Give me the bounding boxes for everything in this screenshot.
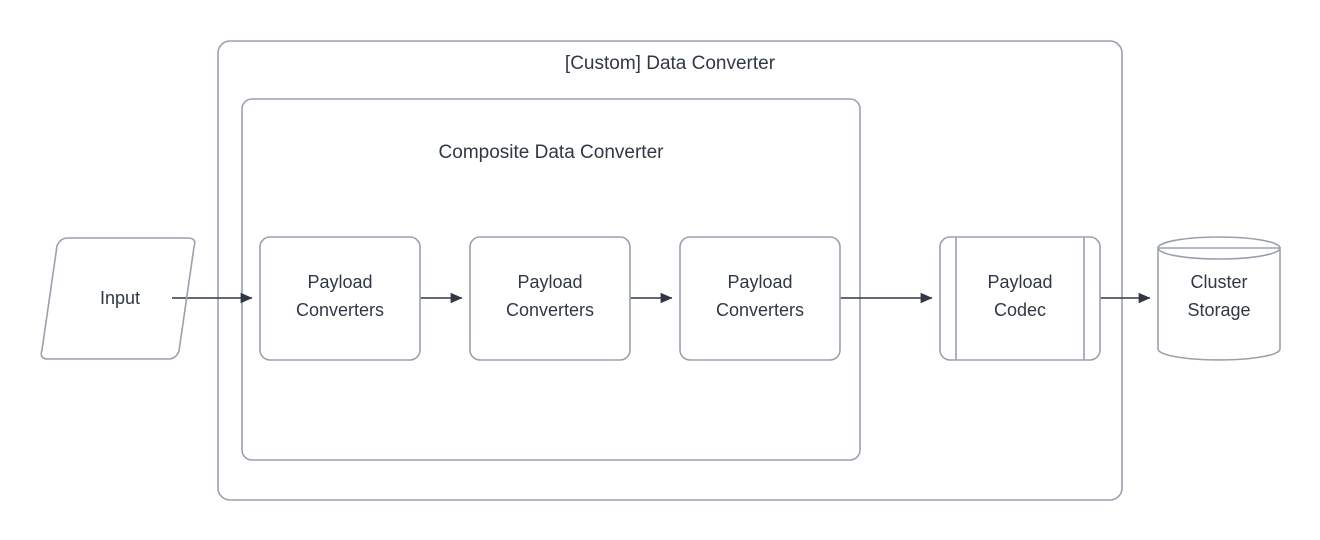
node-payload-converters-2-label-line1: Payload — [517, 272, 582, 292]
node-payload-converters-2[interactable]: Payload Converters — [469, 236, 631, 361]
node-input[interactable]: Input — [40, 237, 196, 360]
node-cluster-storage-top-ellipse — [1157, 236, 1281, 260]
container-composite-data-converter[interactable]: Composite Data Converter — [241, 98, 861, 461]
node-payload-codec-shape — [939, 236, 1101, 361]
node-cluster-storage-label-line1: Cluster — [1190, 272, 1247, 292]
node-payload-converters-1-shape — [259, 236, 421, 361]
node-payload-converters-2-shape — [469, 236, 631, 361]
node-cluster-storage[interactable]: Cluster Storage — [1157, 236, 1281, 361]
node-payload-converters-1-label-line1: Payload — [307, 272, 372, 292]
node-input-shape — [40, 237, 196, 360]
node-payload-converters-3-label-line1: Payload — [727, 272, 792, 292]
node-payload-converters-3[interactable]: Payload Converters — [679, 236, 841, 361]
node-input-label: Input — [100, 288, 140, 308]
container-composite-data-converter-label: Composite Data Converter — [439, 142, 665, 163]
container-composite-data-converter-outline — [241, 98, 861, 461]
node-payload-converters-2-label-line2: Converters — [506, 300, 594, 320]
container-custom-data-converter-label: [Custom] Data Converter — [565, 53, 776, 74]
node-payload-codec[interactable]: Payload Codec — [939, 236, 1101, 361]
node-payload-converters-3-shape — [679, 236, 841, 361]
node-payload-converters-1-label-line2: Converters — [296, 300, 384, 320]
node-cluster-storage-label-line2: Storage — [1187, 300, 1250, 320]
node-cluster-storage-body — [1157, 247, 1281, 361]
node-payload-codec-label-line2: Codec — [994, 300, 1046, 320]
node-payload-converters-3-label-line2: Converters — [716, 300, 804, 320]
node-payload-converters-1[interactable]: Payload Converters — [259, 236, 421, 361]
node-payload-codec-label-line1: Payload — [987, 272, 1052, 292]
